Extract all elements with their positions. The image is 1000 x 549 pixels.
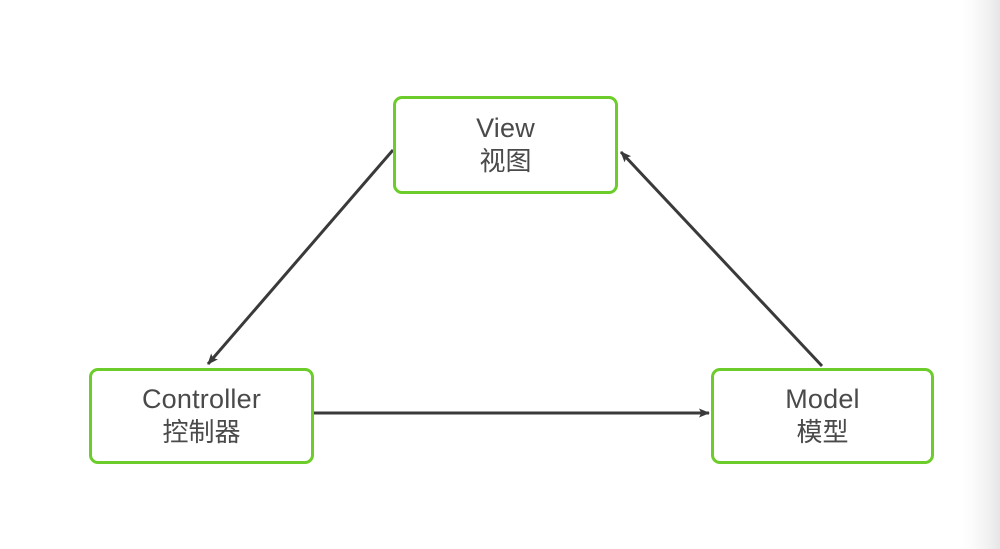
edge-view-to-controller <box>206 149 395 365</box>
node-model-title: Model <box>785 383 860 414</box>
node-view-subtitle: 视图 <box>479 145 532 176</box>
node-view[interactable]: View 视图 <box>393 96 618 194</box>
node-model[interactable]: Model 模型 <box>711 368 934 464</box>
node-controller-subtitle: 控制器 <box>162 416 241 447</box>
node-controller[interactable]: Controller 控制器 <box>89 368 314 464</box>
node-view-title: View <box>476 112 535 143</box>
edge-model-to-view <box>619 150 824 368</box>
node-controller-title: Controller <box>141 383 262 414</box>
node-model-subtitle: 模型 <box>796 416 849 447</box>
